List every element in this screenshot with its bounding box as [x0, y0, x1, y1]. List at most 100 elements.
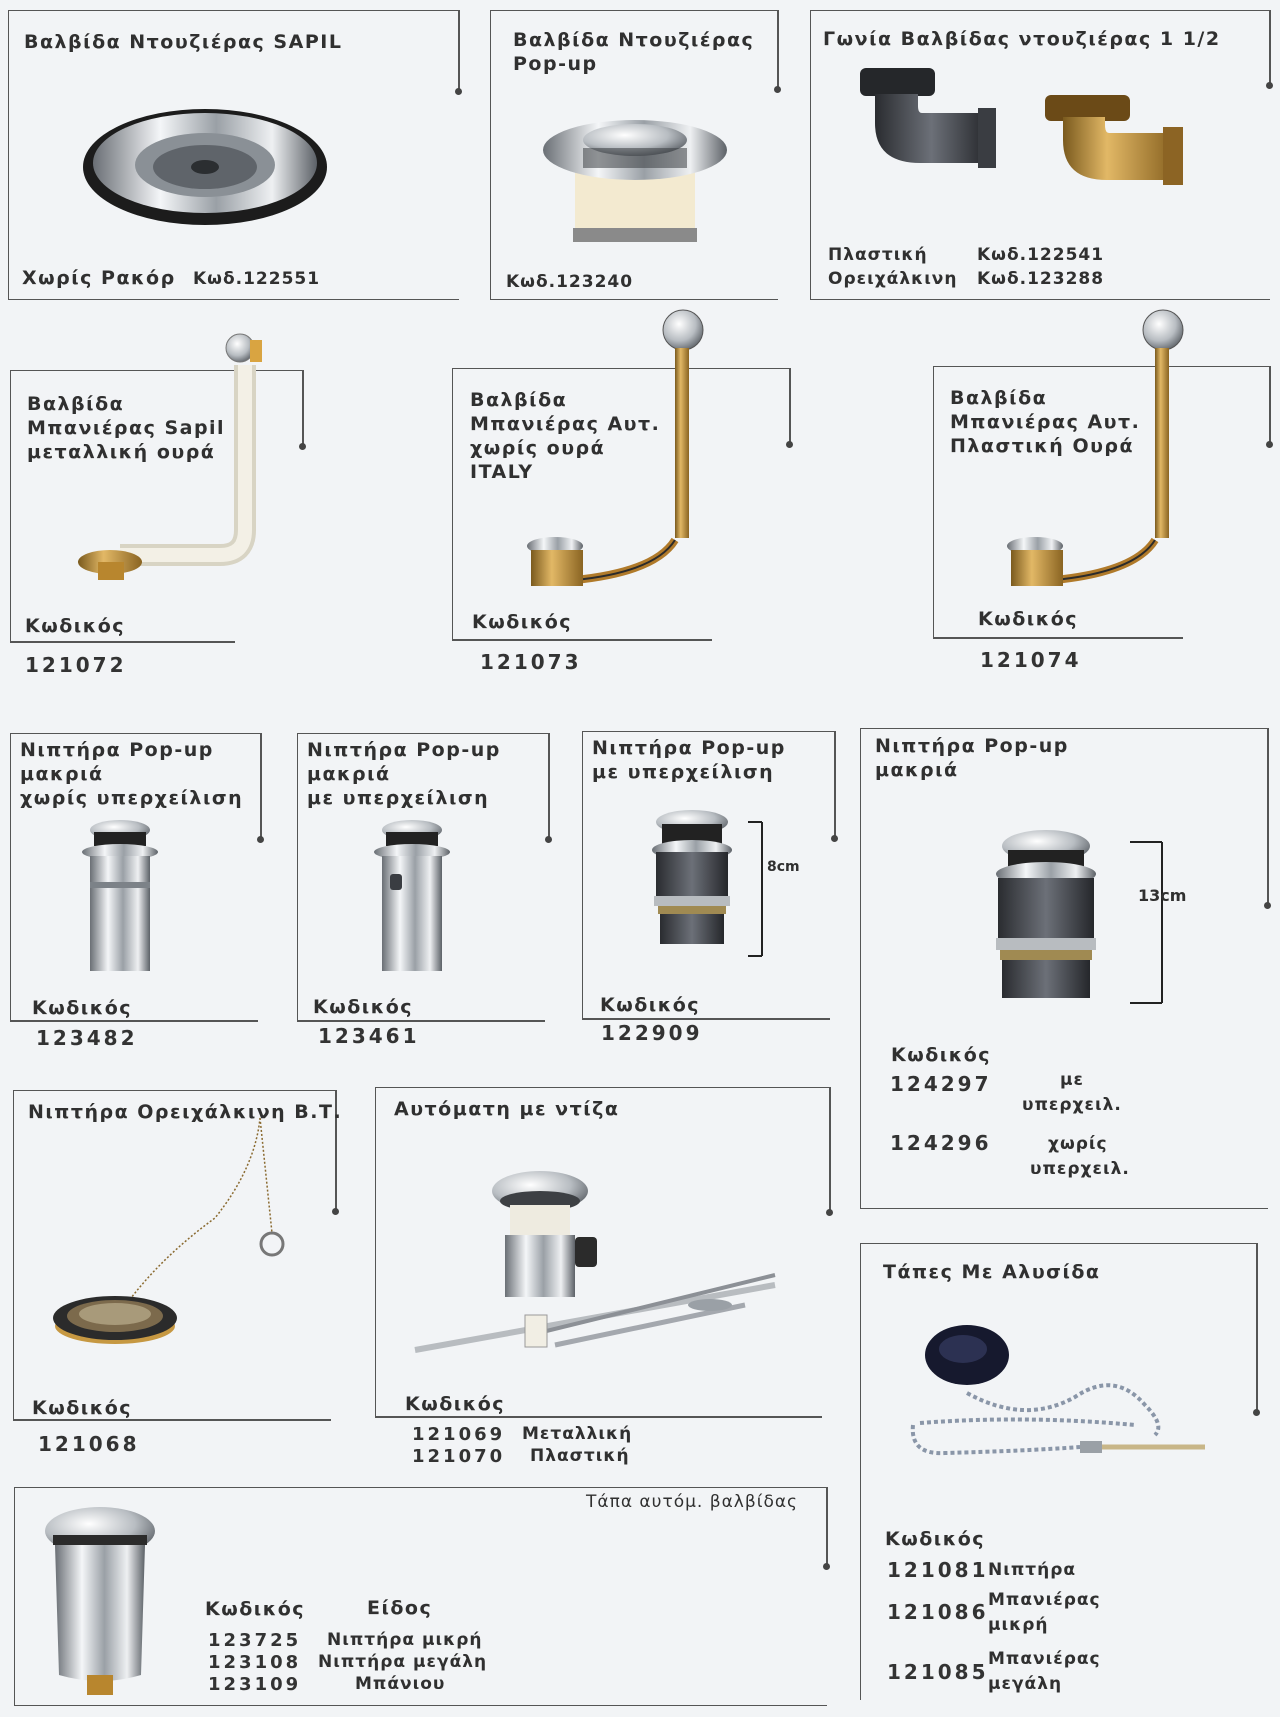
product-title: Τάπα αυτόμ. βαλβίδας	[586, 1492, 799, 1512]
product-title: με υπερχείλιση	[592, 761, 775, 783]
card-marker-dot	[1264, 902, 1271, 909]
product-code: 121068	[38, 1432, 140, 1456]
card-marker-dot	[831, 835, 838, 842]
product-code: 124296	[890, 1131, 992, 1155]
variant-code: Κωδ.123288	[977, 269, 1105, 289]
code-label: Κωδικός	[32, 1397, 133, 1419]
brass-elbow-image	[1045, 95, 1183, 185]
auto-valve-rod-image	[414, 1171, 776, 1353]
product-code: Κωδ.122551	[193, 269, 321, 289]
card-marker-dot	[545, 836, 552, 843]
code-label: Κωδικός	[978, 608, 1079, 630]
variant-desc: μικρή	[988, 1615, 1049, 1635]
product-card-bath-valve-sapil	[10, 370, 303, 642]
product-card-auto-valve-plug	[14, 1487, 827, 1706]
code-label: Κωδικός	[25, 615, 126, 637]
code-label: Κωδικός	[405, 1393, 506, 1415]
product-title: Βαλβίδα Ντουζιέρας SAPIL	[24, 31, 343, 53]
basin-popup-long-image	[82, 820, 158, 971]
product-title: μεταλλική ουρά	[27, 441, 216, 463]
product-title: χωρίς υπερχείλιση	[20, 787, 244, 809]
product-title: Μπανιέρας Αυτ.	[950, 411, 1141, 433]
product-title: Νιπτήρα Pop-up	[592, 737, 786, 759]
auto-valve-plug-image	[45, 1507, 155, 1695]
product-title: Νιπτήρα Ορειχάλκινη Β.Τ.	[28, 1101, 343, 1123]
code-label: Κωδικός	[32, 997, 133, 1019]
product-code: 121086	[887, 1600, 989, 1624]
product-card-shower-elbow	[810, 10, 1270, 300]
card-marker-dot	[826, 1209, 833, 1216]
column-header-code: Κωδικός	[205, 1598, 306, 1620]
product-code: 121072	[25, 653, 127, 677]
card-marker-dot	[332, 1208, 339, 1215]
shower-valve-popup-image	[543, 120, 727, 242]
product-code: 121073	[480, 650, 582, 674]
product-title: Πλαστική Ουρά	[950, 435, 1135, 457]
product-code: 122909	[601, 1021, 703, 1045]
variant-desc: Πλαστική	[530, 1446, 630, 1466]
product-code: 123461	[318, 1024, 420, 1048]
variant-desc: χωρίς	[1048, 1134, 1108, 1154]
plug-chain-image	[910, 1325, 1205, 1456]
basin-popup-13cm-image	[996, 830, 1163, 1004]
variant-code: Κωδ.122541	[977, 245, 1105, 265]
product-title: Pop-up	[513, 53, 598, 75]
product-code: 123108	[208, 1652, 302, 1673]
product-card-shower-valve-sapil	[8, 10, 459, 300]
code-label: Κωδικός	[891, 1044, 992, 1066]
product-title: ITALY	[470, 461, 534, 483]
card-marker-dot	[1253, 1409, 1260, 1416]
column-header-type: Είδος	[367, 1597, 433, 1619]
product-code: 123109	[208, 1674, 302, 1695]
basin-brass-chain-image	[53, 1117, 285, 1344]
product-code: 121074	[980, 648, 1082, 672]
product-title: Βαλβίδα	[470, 389, 568, 411]
code-label: Κωδικός	[885, 1528, 986, 1550]
bath-valve-auto-plastic-image	[1007, 309, 1184, 586]
card-marker-dot	[786, 441, 793, 448]
product-title: Μπανιέρας Sapil	[27, 417, 226, 439]
product-code: 121081	[887, 1558, 989, 1582]
variant-desc: με	[1060, 1070, 1084, 1090]
product-title: Νιπτήρα Pop-up	[307, 739, 501, 761]
card-marker-dot	[1266, 441, 1273, 448]
bath-valve-sapil-image	[78, 333, 262, 580]
product-code: 123482	[36, 1026, 138, 1050]
variant-label: Πλαστική	[828, 245, 928, 265]
product-card-auto-with-rod	[375, 1087, 830, 1417]
product-card-bath-valve-auto-plastic	[933, 366, 1270, 638]
product-title: Μπανιέρας Αυτ.	[470, 413, 661, 435]
product-title: με υπερχείλιση	[307, 787, 490, 809]
shower-valve-sapil-image	[83, 109, 327, 225]
product-title: μακριά	[875, 759, 959, 781]
product-title: μακριά	[307, 763, 391, 785]
product-code: 123725	[208, 1630, 302, 1651]
product-title: Βαλβίδα	[27, 393, 125, 415]
plastic-elbow-image	[860, 68, 996, 168]
product-code: Κωδ.123240	[506, 272, 634, 292]
variant-desc: Νιπτήρα μικρή	[327, 1630, 483, 1650]
card-marker-dot	[455, 88, 462, 95]
bath-valve-auto-italy-image	[527, 309, 704, 586]
basin-popup-long-overflow-image	[374, 820, 450, 971]
variant-desc: μεγάλη	[988, 1674, 1063, 1694]
card-marker-dot	[823, 1563, 830, 1570]
variant-desc: υπερχειλ.	[1022, 1095, 1122, 1115]
product-code: 121085	[887, 1660, 989, 1684]
product-code: 121069	[412, 1424, 506, 1445]
product-card-shower-valve-popup	[490, 10, 778, 300]
product-card-plugs-with-chain	[860, 1243, 1257, 1700]
product-title: Αυτόματη με ντίζα	[394, 1098, 620, 1120]
product-title: Νιπτήρα Pop-up	[20, 739, 214, 761]
variant-label: Ορειχάλκινη	[828, 269, 958, 289]
card-marker-dot	[299, 443, 306, 450]
product-label: Χωρίς Ρακόρ	[22, 267, 176, 289]
product-code: 121070	[412, 1446, 506, 1467]
variant-desc: Νιπτήρα	[988, 1560, 1077, 1580]
product-card-basin-brass-bt	[13, 1090, 336, 1420]
product-card-basin-popup-overflow-8cm	[582, 731, 835, 1019]
code-label: Κωδικός	[313, 996, 414, 1018]
variant-desc: Μπάνιου	[355, 1674, 446, 1694]
variant-desc: Νιπτήρα μεγάλη	[318, 1652, 488, 1672]
variant-desc: Μεταλλική	[522, 1424, 633, 1444]
